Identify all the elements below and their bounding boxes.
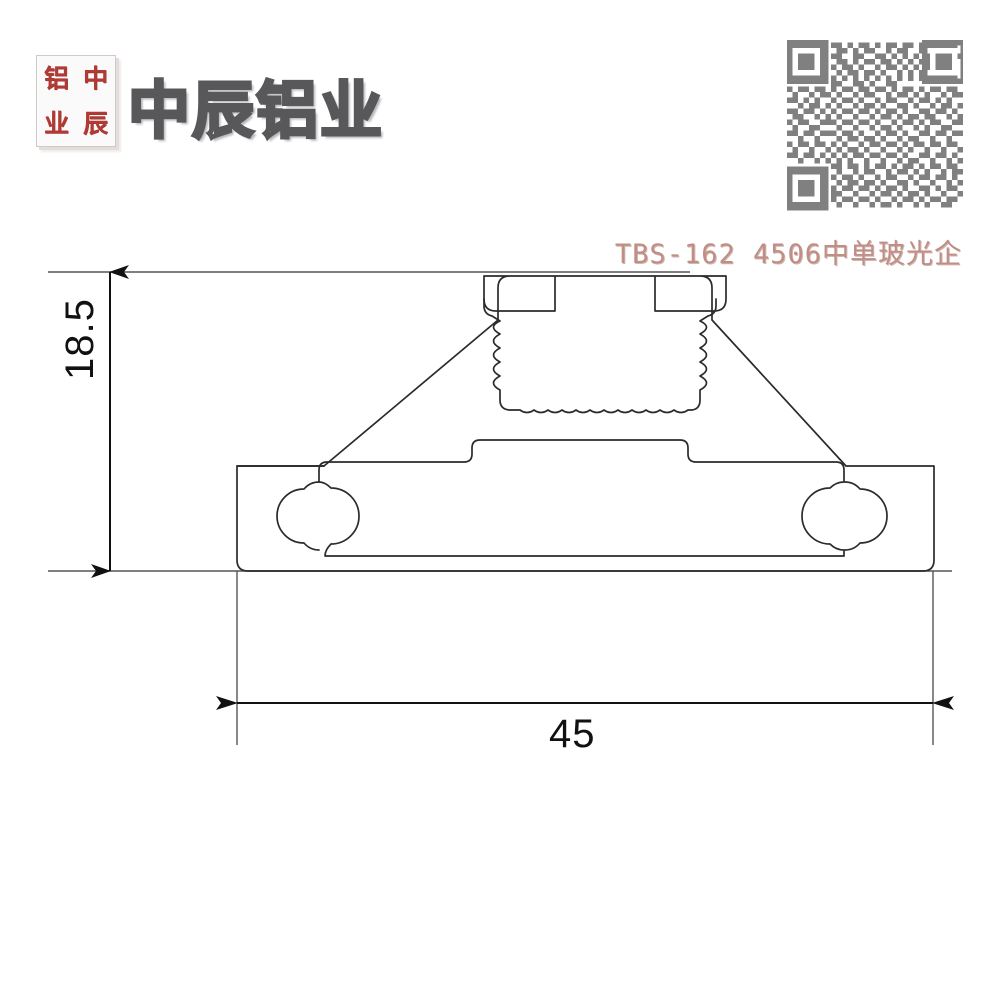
profile-outline xyxy=(236,275,935,572)
central-channel-cavity xyxy=(483,298,717,414)
width-dimension-label: 45 xyxy=(549,712,596,756)
seal-char-1: 铝 xyxy=(43,64,69,93)
height-dimension-label: 18.5 xyxy=(58,298,102,380)
company-name: 中辰铝业 xyxy=(126,73,385,149)
qr-code-matrix xyxy=(784,39,966,211)
company-seal-stamp: 铝 中 业 辰 xyxy=(36,55,116,147)
seal-char-3: 业 xyxy=(43,109,69,138)
right-keyhole-cavity xyxy=(844,481,888,551)
seal-char-4: 辰 xyxy=(82,109,108,138)
dimension-extension-lines xyxy=(48,271,952,745)
seal-char-2: 中 xyxy=(82,64,108,93)
qr-code[interactable] xyxy=(784,37,966,213)
part-number-title: TBS-162 4506中单玻光企 xyxy=(614,239,962,270)
brand-logo: 铝 中 业 辰 xyxy=(36,55,124,155)
lower-inner-chamber xyxy=(318,439,845,557)
left-keyhole-cavity xyxy=(276,481,320,551)
left-cavity-path xyxy=(276,481,320,551)
profile-outer-boundary xyxy=(236,275,935,572)
right-cavity-path xyxy=(844,481,888,551)
